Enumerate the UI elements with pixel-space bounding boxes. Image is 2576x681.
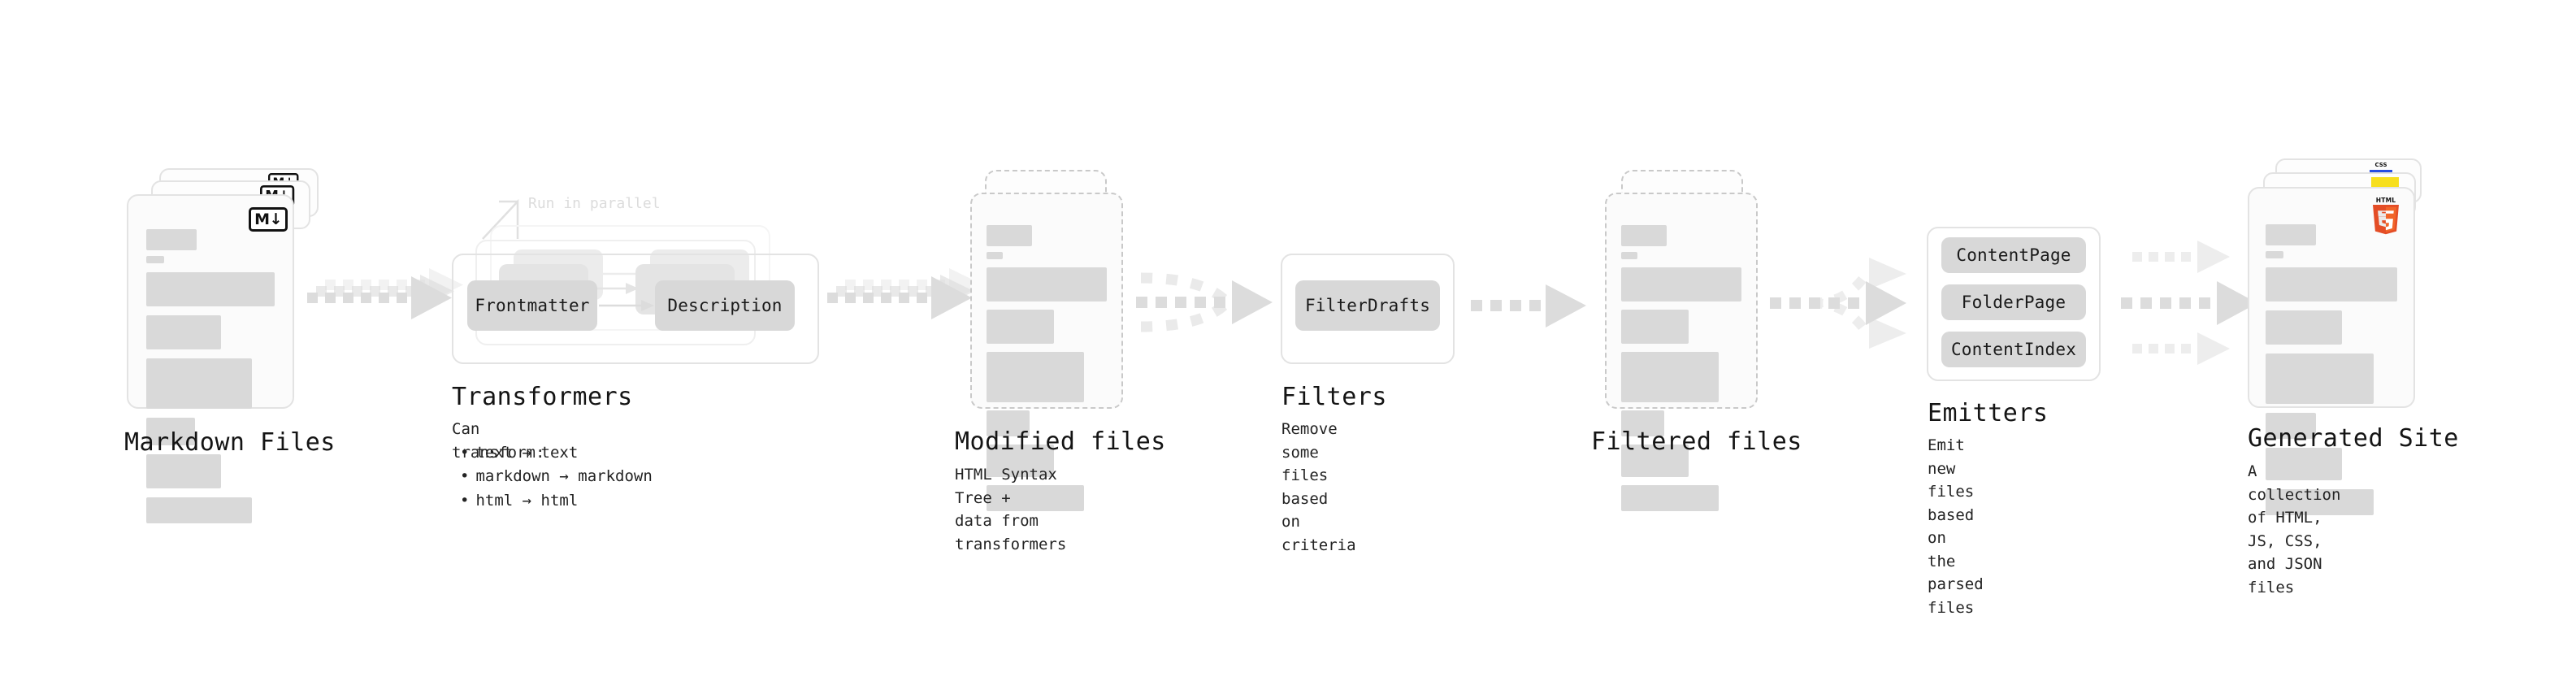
content-bar	[2266, 251, 2283, 258]
run-in-parallel-label: Run in parallel	[528, 195, 661, 212]
content-bar	[1621, 352, 1719, 402]
html5-icon: HTML	[2373, 197, 2399, 235]
caption-modified-files-sub: HTML Syntax Tree + data from transformer…	[955, 466, 1067, 553]
caption-markdown-files: Markdown Files	[124, 428, 336, 457]
content-bar	[1621, 410, 1665, 436]
list-item: • markdown → markdown	[460, 465, 653, 488]
content-bar	[1621, 267, 1741, 301]
content-bar	[987, 252, 1003, 259]
modified-card-front	[970, 193, 1123, 511]
emitters-box	[1927, 227, 2101, 381]
content-bar	[987, 485, 1084, 511]
caption-filters: Filters	[1281, 383, 1387, 411]
list-item-label: html → html	[475, 491, 579, 510]
content-bar	[1621, 445, 1689, 477]
content-bar	[2266, 310, 2342, 345]
caption-transformers-sub: Can transform:	[452, 420, 545, 462]
arrow-filters-to-filtered	[1471, 284, 1601, 332]
transformer-box-front	[452, 254, 819, 364]
emitter-pill-folderpage[interactable]: FolderPage	[1941, 284, 2086, 320]
css3-icon-label: CSS	[2374, 162, 2387, 168]
arrow-icon	[1471, 284, 1586, 327]
caption-transformers: Transformers	[452, 383, 633, 411]
content-bar	[2266, 413, 2316, 439]
filters-box	[1281, 254, 1455, 364]
site-card-front: HTML	[2248, 187, 2415, 515]
filtered-card-front	[1605, 193, 1758, 511]
content-bar	[987, 352, 1084, 402]
content-bar	[1621, 252, 1637, 259]
filter-pill-filterdrafts[interactable]: FilterDrafts	[1295, 280, 1440, 331]
content-bar	[987, 410, 1030, 436]
list-item-label: text → text	[475, 444, 579, 462]
caption-modified-files: Modified files	[955, 427, 1166, 456]
caption-filters-sub: Remove some files based on criteria	[1281, 420, 1356, 554]
css3-icon-rule	[2370, 170, 2392, 172]
modified-card-content	[987, 225, 1107, 511]
markdown-icon-front: M↓	[249, 207, 288, 232]
list-item: • text → text	[460, 441, 653, 465]
bullet-icon: •	[460, 491, 470, 510]
caption-emitters: Emitters	[1928, 399, 2049, 427]
caption-transformers-list: • text → text • markdown → markdown • html …	[460, 441, 653, 513]
content-bar	[1621, 310, 1689, 344]
content-bar	[146, 454, 221, 488]
content-bar	[987, 310, 1054, 344]
arrow-triple-icon	[2121, 241, 2257, 365]
arrow-modified-to-filters	[1136, 260, 1290, 349]
content-bar	[2266, 267, 2397, 301]
bullet-icon: •	[460, 467, 470, 486]
arrow-filtered-to-emitters	[1770, 240, 1932, 370]
bullet-icon: •	[460, 444, 470, 462]
markdown-card-content	[146, 229, 275, 523]
content-bar	[146, 315, 221, 349]
caption-generated-site-sub: A collection of HTML, JS, CSS, and JSON …	[2248, 462, 2341, 596]
transformer-pill-description[interactable]: Description	[655, 280, 795, 331]
content-bar	[2266, 224, 2316, 245]
content-bar	[1621, 485, 1719, 511]
emitter-pill-contentindex[interactable]: ContentIndex	[1941, 332, 2086, 367]
css3-icon: CSS	[2370, 163, 2392, 176]
content-bar	[146, 229, 197, 250]
svg-text:HTML: HTML	[2376, 197, 2396, 204]
converging-arrow-icon	[1136, 272, 1273, 332]
site-card-content	[2266, 224, 2397, 515]
list-item-label: markdown → markdown	[475, 467, 653, 486]
diverging-arrow-icon	[1770, 258, 1906, 349]
content-bar	[987, 267, 1107, 301]
content-bar	[2266, 448, 2342, 480]
arrow-markdown-to-transformers	[307, 258, 470, 340]
content-bar	[987, 225, 1032, 246]
transformer-arrow-front	[599, 300, 654, 311]
content-bar	[146, 358, 252, 409]
content-bar	[1621, 225, 1667, 246]
content-bar	[146, 272, 275, 306]
filtered-card-content	[1621, 225, 1741, 511]
transformer-pill-frontmatter[interactable]: Frontmatter	[467, 280, 597, 331]
caption-emitters-sub: Emit new files based on the parsed files	[1928, 436, 1984, 617]
list-item: • html → html	[460, 489, 653, 513]
content-bar	[146, 497, 252, 523]
emitter-pill-contentpage[interactable]: ContentPage	[1941, 237, 2086, 273]
transformer-box-back	[490, 225, 770, 331]
content-bar	[146, 418, 196, 445]
arrow-transformers-to-modified	[827, 258, 990, 340]
content-bar	[2266, 489, 2374, 515]
arrow-stack-icon	[307, 268, 463, 319]
markdown-card-front: M↓	[127, 194, 294, 523]
arrow-emitters-to-site	[2121, 240, 2267, 370]
content-bar	[146, 256, 164, 263]
caption-generated-site: Generated Site	[2248, 424, 2459, 453]
content-bar	[2266, 354, 2374, 404]
arrow-stack-icon	[827, 268, 983, 319]
content-bar	[987, 445, 1054, 477]
caption-filtered-files: Filtered files	[1591, 427, 1802, 456]
